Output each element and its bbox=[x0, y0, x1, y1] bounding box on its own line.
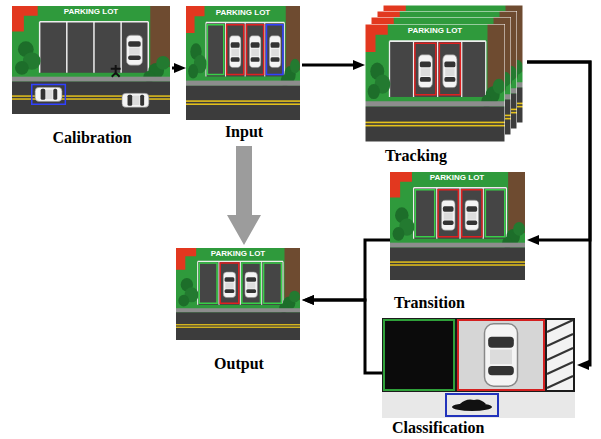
input-scene bbox=[247, 25, 264, 75]
classification-crops bbox=[446, 394, 498, 416]
flow-arrow bbox=[172, 67, 178, 70]
panel-caption: Tracking bbox=[365, 147, 527, 165]
image-panel: Transition bbox=[390, 172, 527, 312]
input-scene bbox=[249, 36, 261, 68]
output-scene bbox=[264, 263, 282, 303]
image-panel: Calibration bbox=[12, 6, 172, 147]
input-scene bbox=[186, 6, 300, 120]
image-panel: Input bbox=[186, 6, 302, 141]
input-scene bbox=[227, 25, 244, 75]
flow-arrow bbox=[527, 62, 590, 240]
image-panel: Output bbox=[176, 248, 302, 373]
image-panel: Classification bbox=[382, 318, 577, 437]
classification-crops bbox=[458, 320, 544, 390]
tracking-frames bbox=[365, 5, 523, 142]
classification-crops bbox=[452, 403, 492, 411]
input-scene bbox=[229, 36, 241, 68]
flow-arrow bbox=[310, 240, 390, 300]
transition-scene bbox=[438, 190, 458, 237]
classification-crops bbox=[382, 318, 575, 418]
flow-arrow bbox=[527, 62, 590, 365]
tracking-frames bbox=[415, 43, 436, 94]
transition-scene bbox=[390, 172, 525, 280]
output-scene bbox=[223, 272, 236, 298]
transition-scene bbox=[465, 200, 479, 230]
scene-sign: PARKING LOT bbox=[430, 173, 485, 183]
calibration-scene bbox=[12, 6, 170, 114]
tracking-frames bbox=[365, 24, 505, 142]
classification-crops bbox=[382, 392, 575, 418]
classification-crops bbox=[460, 400, 486, 405]
transition-scene bbox=[415, 190, 434, 237]
calibration-scene bbox=[35, 87, 62, 101]
classification-crops bbox=[384, 320, 454, 390]
tracking-frames bbox=[365, 24, 505, 142]
classification-crops bbox=[382, 318, 575, 418]
classification-crops bbox=[485, 324, 518, 386]
tracking-frames bbox=[365, 24, 505, 142]
classification-crops bbox=[547, 320, 573, 388]
scene-sign: PARKING LOT bbox=[216, 8, 271, 18]
calibration-scene bbox=[12, 6, 170, 114]
output-scene bbox=[199, 263, 217, 303]
output-scene bbox=[176, 248, 300, 340]
calibration-scene bbox=[126, 35, 142, 65]
calibration-scene bbox=[122, 93, 149, 107]
panel-caption: Classification bbox=[382, 419, 577, 437]
block-arrow bbox=[227, 146, 261, 245]
transition-scene bbox=[390, 172, 525, 280]
panel-caption: Input bbox=[186, 123, 302, 141]
input-scene bbox=[269, 36, 281, 68]
panel-caption: Output bbox=[176, 355, 302, 373]
panel-caption: Calibration bbox=[12, 129, 172, 147]
transition-scene bbox=[462, 190, 482, 237]
calibration-scene bbox=[111, 65, 121, 77]
classification-crops bbox=[547, 320, 573, 390]
flow-arrow bbox=[310, 300, 382, 373]
input-scene bbox=[267, 25, 283, 75]
transition-scene bbox=[441, 200, 455, 230]
transition-scene bbox=[485, 190, 504, 237]
scene-sign: PARKING LOT bbox=[64, 7, 119, 17]
output-scene bbox=[245, 272, 258, 298]
input-scene bbox=[207, 25, 223, 75]
output-scene bbox=[176, 248, 300, 340]
tracking-frames bbox=[439, 43, 460, 94]
input-scene bbox=[186, 6, 300, 120]
output-scene bbox=[220, 263, 239, 303]
calibration-scene bbox=[32, 85, 66, 105]
scene-sign: PARKING LOT bbox=[408, 26, 463, 36]
output-scene bbox=[242, 263, 261, 303]
panel-caption: Transition bbox=[390, 294, 527, 312]
tracking-frames bbox=[443, 55, 457, 88]
scene-sign: PARKING LOT bbox=[211, 249, 266, 259]
tracking-frames bbox=[418, 55, 432, 88]
flow-arrow bbox=[302, 64, 357, 67]
